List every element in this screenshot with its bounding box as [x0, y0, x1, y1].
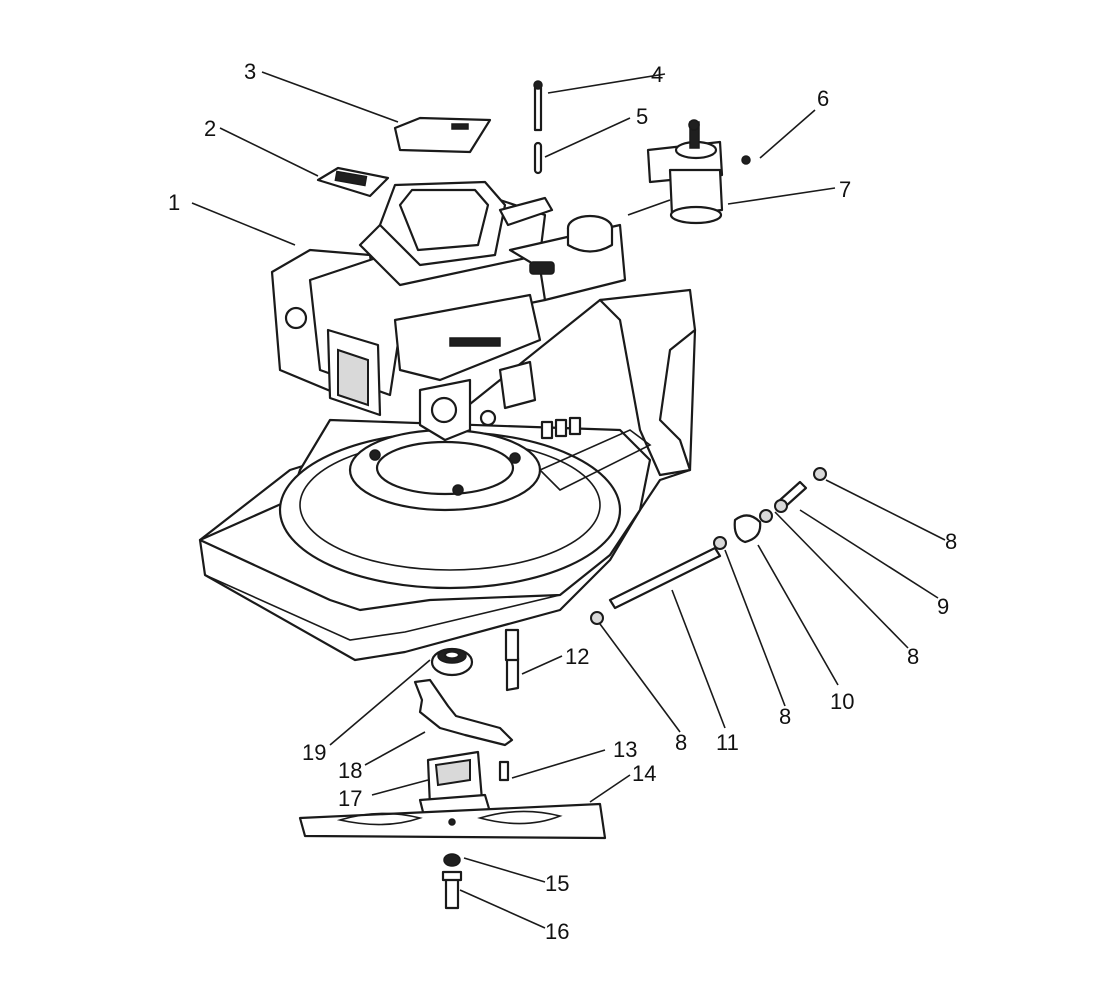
callout-8b: 8	[907, 644, 919, 669]
callout-6: 6	[817, 86, 829, 111]
pin-part	[533, 141, 543, 175]
cover-plate-part	[393, 116, 492, 154]
bracket-part	[413, 678, 514, 747]
blade-part	[298, 802, 607, 840]
callout-3: 3	[244, 59, 256, 84]
callout-8a: 8	[945, 529, 957, 554]
mower-deck	[198, 288, 697, 662]
callout-17: 17	[338, 786, 362, 811]
callout-8c: 8	[779, 704, 791, 729]
callout-5: 5	[636, 104, 648, 129]
callout-2: 2	[204, 116, 216, 141]
bolt-12-part	[504, 628, 520, 692]
callout-15: 15	[545, 871, 569, 896]
callout-12: 12	[565, 644, 589, 669]
engine	[270, 180, 627, 442]
callout-18: 18	[338, 758, 362, 783]
callout-8d: 8	[675, 730, 687, 755]
leader-lines	[191, 71, 946, 929]
callout-10: 10	[830, 689, 854, 714]
long-bolt-part	[533, 86, 543, 132]
bearing-part	[430, 647, 474, 677]
washer-part	[443, 853, 461, 867]
callout-9: 9	[937, 594, 949, 619]
callout-14: 14	[632, 761, 656, 786]
callout-7: 7	[839, 177, 851, 202]
blade-adapter-part	[418, 750, 492, 818]
callout-4: 4	[651, 62, 663, 87]
callout-labels: 1 2 3 4 5 6 7 8 9 8 8 10 8 11 8 12 13 14…	[168, 59, 957, 944]
callout-13: 13	[613, 737, 637, 762]
callout-16: 16	[545, 919, 569, 944]
callout-1: 1	[168, 190, 180, 215]
screw-13-part	[498, 760, 510, 782]
axle-parts	[590, 467, 827, 625]
starter-motor-part	[627, 119, 751, 225]
callout-19: 19	[302, 740, 326, 765]
blade-bolt-part	[441, 870, 463, 910]
callout-11: 11	[716, 730, 739, 755]
